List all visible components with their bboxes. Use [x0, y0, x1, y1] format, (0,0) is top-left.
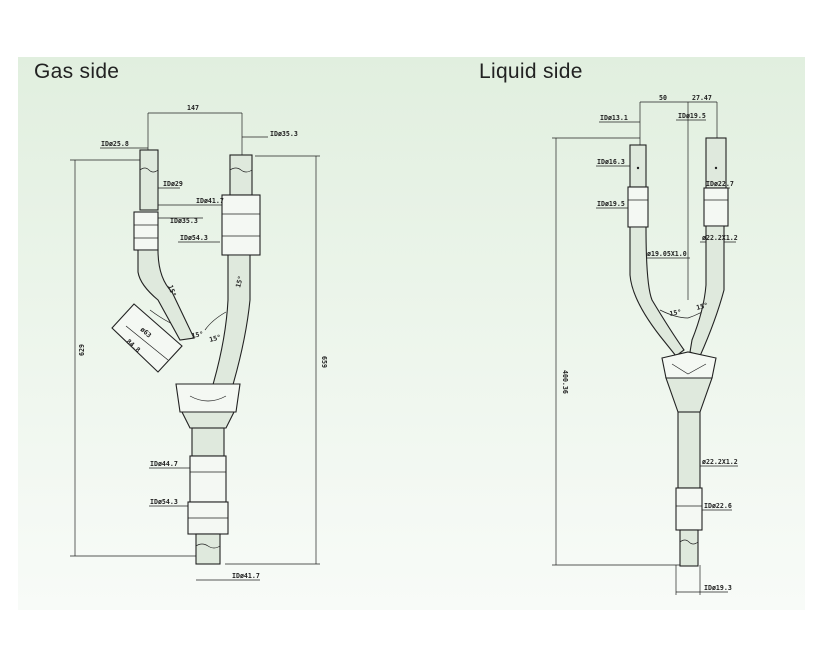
gas-id-44-7: IDø44.7	[150, 460, 178, 468]
gas-id-left-top: IDø25.8	[101, 140, 129, 148]
gas-angle-right: 15°	[234, 275, 245, 289]
gas-branch-drawing: 147 IDø35.3 IDø25.8 IDø29 IDø41.7 IDø35.…	[70, 104, 328, 581]
gas-pipe-body	[111, 149, 261, 565]
gas-height-left: 629	[78, 344, 86, 356]
liquid-dimension-lines	[552, 101, 738, 595]
liquid-pipe-body	[627, 137, 729, 567]
liquid-id-22-7: IDø22.7	[706, 180, 734, 188]
liquid-spacing-27: 27.47	[692, 94, 712, 102]
liquid-id-22-6: IDø22.6	[704, 502, 732, 510]
gas-angle-left-inner: 15°	[191, 330, 204, 340]
gas-id-29: IDø29	[163, 180, 183, 188]
gas-height-right: 659	[320, 356, 328, 368]
gas-id-right-top: IDø35.3	[270, 130, 298, 138]
liquid-side-title: Liquid side	[479, 60, 583, 83]
liquid-id-19-5-left: IDø19.5	[597, 200, 625, 208]
gas-angle-left: 15°	[166, 284, 178, 298]
gas-id-41-7-upper: IDø41.7	[196, 197, 224, 205]
gas-angle-right-inner: 15°	[208, 333, 222, 344]
liquid-od-22-2-upper: ø22.2X1.2	[702, 234, 738, 242]
liquid-spacing-50: 50	[659, 94, 667, 102]
gas-id-54-3-upper: IDø54.3	[180, 234, 208, 242]
liquid-id-16-3: IDø16.3	[597, 158, 625, 166]
liquid-id-19-3: IDø19.3	[704, 584, 732, 592]
gas-id-35-3: IDø35.3	[170, 217, 198, 225]
gas-id-41-7-bottom: IDø41.7	[232, 572, 260, 580]
liquid-od-22-2-lower: ø22.2X1.2	[702, 458, 738, 466]
liquid-id-19-5-top: IDø19.5	[678, 112, 706, 120]
liquid-angle-left: 15°	[669, 308, 682, 318]
liquid-od-19-05: ø19.05X1.0	[647, 250, 687, 258]
liquid-branch-drawing: 50 27.47 IDø13.1 IDø19.5 IDø16.3 IDø22.7…	[552, 94, 738, 595]
liquid-angle-right: 15°	[695, 301, 709, 312]
gas-dimension-lines	[70, 112, 320, 581]
liquid-id-13-1: IDø13.1	[600, 114, 628, 122]
gas-side-title: Gas side	[34, 60, 120, 83]
gas-id-54-3-lower: IDø54.3	[150, 498, 178, 506]
gas-dim-top-spacing: 147	[187, 104, 199, 112]
liquid-height: 400.36	[561, 370, 569, 394]
